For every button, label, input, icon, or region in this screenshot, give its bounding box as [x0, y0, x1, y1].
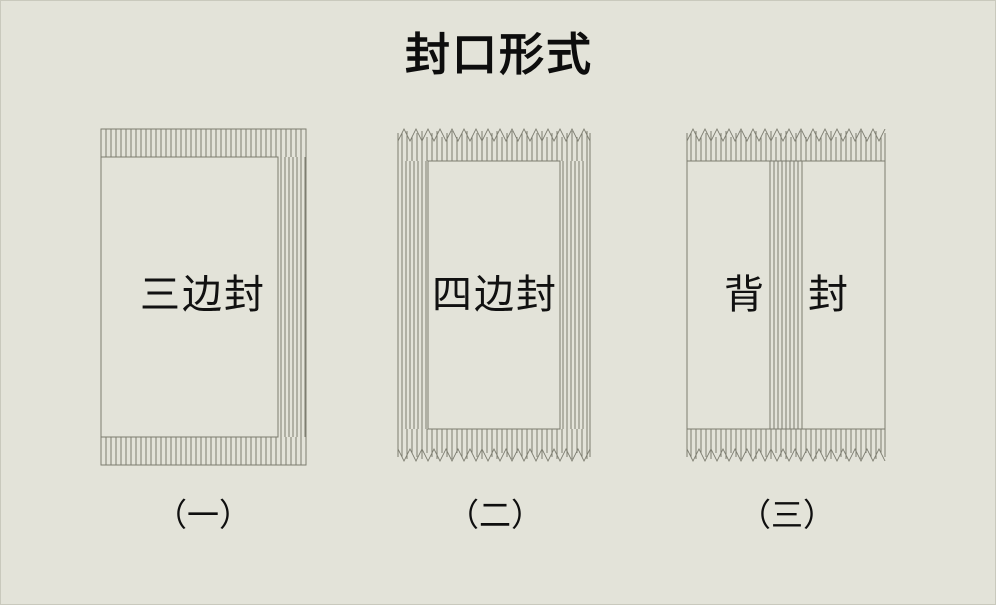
left-seal-hatch: [401, 161, 427, 429]
bottom-seal-hatch: [105, 437, 302, 465]
figure-3-drawing: [686, 127, 886, 463]
caption-figure-1: （一）: [154, 496, 251, 534]
center-back-seal-hatch: [769, 161, 803, 429]
caption-figure-3: （三）: [738, 496, 835, 534]
figure-1-drawing: [100, 128, 307, 466]
right-seal-hatch: [280, 157, 306, 437]
page-title: 封口形式: [404, 28, 593, 81]
top-seal-hatch: [690, 131, 882, 161]
bottom-sawtooth-edge: [397, 447, 591, 463]
figure-back-seal: 背 封: [683, 123, 891, 467]
figure-2-drawing: [397, 127, 591, 463]
top-seal-hatch: [105, 129, 302, 157]
caption-figure-2: （二）: [446, 496, 543, 534]
right-seal-hatch: [562, 161, 588, 429]
top-seal-hatch: [401, 131, 588, 161]
bottom-seal-hatch: [401, 429, 588, 459]
top-sawtooth-edge: [397, 127, 591, 143]
figure-four-side-seal: 四边封: [394, 123, 596, 467]
figure-three-side-seal: 三边封: [97, 123, 309, 467]
bottom-seal-hatch: [690, 429, 882, 459]
